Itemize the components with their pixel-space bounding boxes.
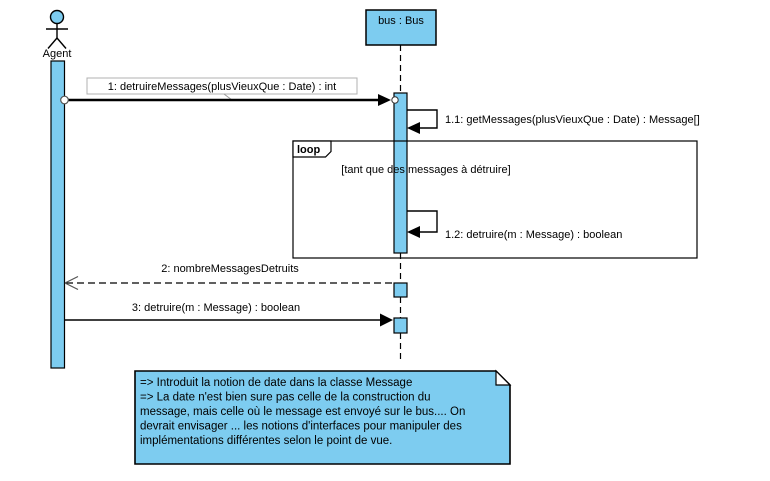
message-1-target-connector-icon xyxy=(391,96,399,104)
note-line-2: => La date n'est bien sure pas celle de … xyxy=(140,392,431,404)
loop-guard-label: [tant que des messages à détruire] xyxy=(341,164,510,176)
object-name-label: bus : Bus xyxy=(378,15,424,27)
message-3-detruire[interactable]: 3: detruire(m : Message) : boolean xyxy=(64,302,393,327)
loop-fragment[interactable]: loop [tant que des messages à détruire] xyxy=(292,140,698,259)
message-1-2-label: 1.2: detruire(m : Message) : boolean xyxy=(445,229,622,241)
message-2-open-arrowhead-icon xyxy=(64,275,79,291)
note-line-3: message, mais celle où le message est en… xyxy=(140,406,465,418)
message-1-2-arrowhead-icon xyxy=(407,226,420,238)
message-1-1-arrowhead-icon xyxy=(407,122,420,134)
note-dogear-icon xyxy=(495,369,512,386)
message-1-2-detruire[interactable]: 1.2: detruire(m : Message) : boolean xyxy=(407,210,622,241)
actor-name-label: Agent xyxy=(43,48,72,60)
note[interactable]: => Introduit la notion de date dans la c… xyxy=(134,369,512,465)
message-1-1-getMessages[interactable]: 1.1: getMessages(plusVieuxQue : Date) : … xyxy=(407,109,700,134)
message-3-arrowhead-icon xyxy=(380,313,393,327)
message-1-source-connector-icon xyxy=(60,95,69,105)
bus-activation-bar-return[interactable] xyxy=(393,282,408,298)
message-1-1-label: 1.1: getMessages(plusVieuxQue : Date) : … xyxy=(445,114,700,126)
loop-operator-pentagon xyxy=(292,140,332,158)
loop-operator-label: loop xyxy=(297,144,320,156)
message-2-label: 2: nombreMessagesDetruits xyxy=(161,263,299,275)
message-1-label: 1: detruireMessages(plusVieuxQue : Date)… xyxy=(108,81,336,93)
object-bus[interactable]: bus : Bus xyxy=(365,9,437,46)
note-line-5: implémentations différentes selon le poi… xyxy=(140,435,392,447)
bus-activation-bar[interactable] xyxy=(393,92,408,254)
message-1-detruireMessages[interactable]: 1: detruireMessages(plusVieuxQue : Date)… xyxy=(60,77,399,106)
actor-agent[interactable]: Agent xyxy=(43,9,72,61)
note-line-1: => Introduit la notion de date dans la c… xyxy=(140,377,412,389)
message-1-label-box[interactable] xyxy=(86,77,358,95)
message-2-return[interactable]: 2: nombreMessagesDetruits xyxy=(64,263,394,291)
message-3-label: 3: detruire(m : Message) : boolean xyxy=(132,302,300,314)
actor-stick-figure-icon xyxy=(46,9,68,49)
agent-activation-bar[interactable] xyxy=(50,60,66,369)
bus-activation-bar-msg3[interactable] xyxy=(393,317,408,334)
message-1-arrowhead-icon xyxy=(378,94,391,106)
note-line-4: devrait envisager ... les notions d'inte… xyxy=(140,421,462,433)
